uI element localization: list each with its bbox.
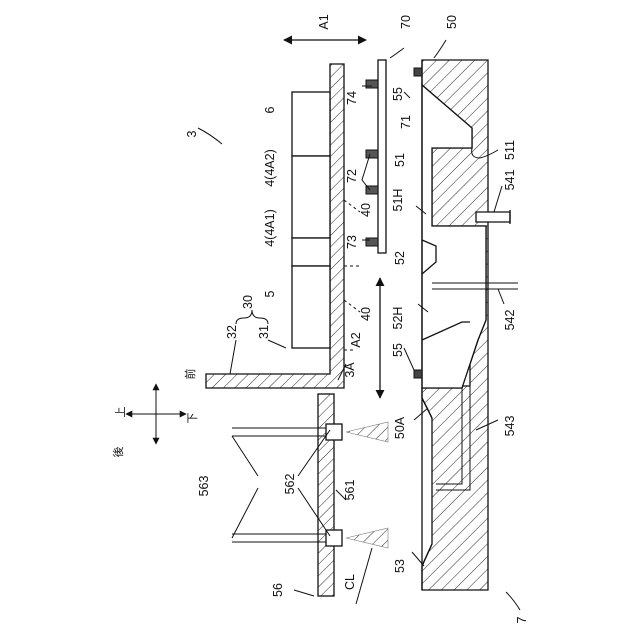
label-51: 51	[393, 153, 407, 167]
dir-back: 後	[111, 447, 125, 458]
brace-30	[236, 310, 268, 324]
label-40-top: 40	[359, 203, 373, 217]
label-70: 70	[399, 15, 413, 29]
label-CL: CL	[343, 574, 357, 590]
label-32: 32	[225, 325, 239, 339]
dir-up: 上	[114, 407, 127, 418]
label-73: 73	[345, 235, 359, 249]
dir-down: 下	[187, 413, 199, 424]
direction-indicator	[126, 384, 186, 444]
label-511: 511	[503, 140, 517, 160]
label-542: 542	[503, 310, 517, 331]
label-4A1: 4(4A1)	[263, 209, 277, 247]
label-A1: A1	[317, 14, 331, 29]
label-3A: 3A	[343, 362, 357, 378]
label-3: 3	[185, 130, 199, 137]
label-563: 563	[197, 476, 211, 497]
bump-55-top	[414, 68, 422, 76]
label-561: 561	[343, 480, 357, 501]
label-541: 541	[503, 170, 517, 191]
label-562: 562	[283, 474, 297, 495]
label-5: 5	[263, 290, 277, 297]
nozzle-bar-56	[232, 394, 388, 596]
label-50A: 50A	[393, 416, 407, 439]
label-4A2: 4(4A2)	[263, 149, 277, 187]
label-52H: 52H	[391, 307, 405, 330]
chip-stack	[292, 92, 330, 348]
label-A2: A2	[349, 332, 363, 347]
dir-front: 前	[183, 369, 197, 380]
label-53: 53	[393, 559, 407, 573]
label-56: 56	[271, 583, 285, 597]
label-71: 71	[399, 115, 413, 129]
label-543: 543	[503, 416, 517, 437]
label-6: 6	[263, 106, 277, 113]
label-72: 72	[345, 169, 359, 183]
label-55-bottom: 55	[391, 343, 405, 357]
label-74: 74	[345, 91, 359, 105]
label-51H: 51H	[391, 189, 405, 212]
bump-55-bottom	[414, 370, 422, 378]
label-30: 30	[241, 295, 255, 309]
label-55-top: 55	[391, 87, 405, 101]
label-50: 50	[445, 15, 459, 29]
label-40-bottom: 40	[359, 307, 373, 321]
label-7: 7	[515, 616, 529, 623]
label-31: 31	[257, 325, 271, 339]
label-52: 52	[393, 251, 407, 265]
